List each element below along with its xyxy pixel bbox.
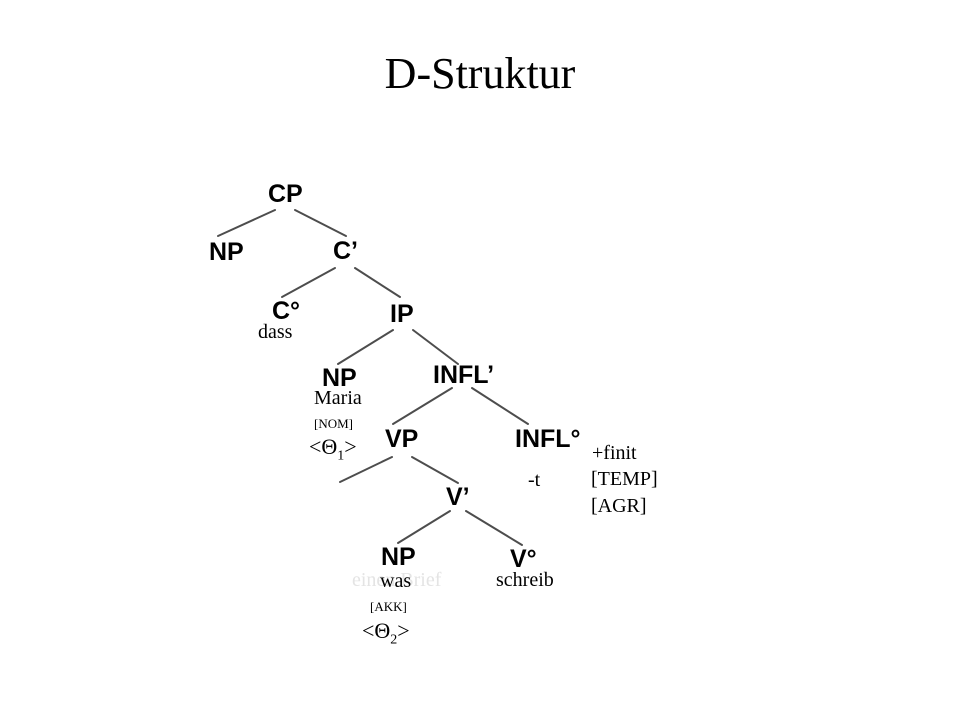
branch-cp-cbar: [294, 209, 347, 237]
word-was: was: [380, 570, 412, 592]
slide-title: D-Struktur: [384, 49, 576, 98]
node-np-object: NP: [381, 543, 416, 571]
branch-ip-inflbar: [412, 329, 459, 365]
case-nom: [NOM]: [314, 416, 353, 431]
case-akk: [AKK]: [370, 599, 407, 614]
branch-cp-np: [217, 209, 276, 237]
branch-vbar-np: [397, 510, 451, 544]
branch-inflbar-vp: [392, 387, 453, 425]
node-infl-head: INFL°: [515, 425, 581, 453]
branch-vp-vbar: [411, 456, 459, 484]
branch-ip-np: [337, 329, 394, 365]
branch-cbar-ip: [354, 267, 401, 298]
node-vp: VP: [385, 425, 419, 453]
word-maria: Maria: [314, 387, 362, 409]
theta-role-2: <Θ2>: [362, 618, 410, 648]
feature-temp: [TEMP]: [591, 468, 658, 490]
feature-finit: +finit: [592, 442, 637, 464]
branch-inflbar-inflhead: [471, 387, 529, 425]
node-c-bar: C’: [333, 237, 358, 265]
word-dass: dass: [258, 321, 293, 343]
word-inflection-t: -t: [528, 469, 541, 491]
node-ip: IP: [390, 300, 414, 328]
node-cp: CP: [268, 180, 303, 208]
word-schreib: schreib: [496, 569, 554, 591]
node-v-head: V°: [510, 545, 537, 573]
node-v-bar: V’: [446, 483, 470, 511]
theta-role-1: <Θ1>: [309, 434, 357, 464]
node-infl-bar: INFL’: [433, 361, 495, 389]
feature-agr: [AGR]: [591, 495, 647, 517]
branch-cbar-chead: [281, 267, 336, 298]
node-c-head: C°: [272, 297, 301, 325]
word-einen-brief-faded: einen Brief: [352, 569, 442, 591]
branch-vp-spec: [339, 456, 393, 483]
node-np-subject: NP: [322, 364, 357, 392]
node-np-spec-cp: NP: [209, 238, 244, 266]
branch-vbar-vhead: [465, 510, 523, 546]
